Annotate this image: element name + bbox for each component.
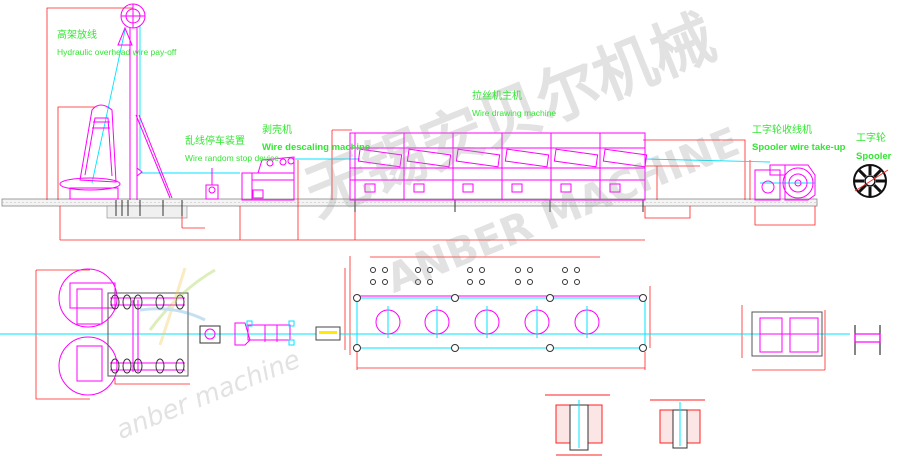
foundation-section-2 — [650, 399, 705, 449]
descaling-label-en: Wire descaling machine — [262, 142, 371, 153]
drawing-motor-box — [462, 183, 474, 193]
base-hole — [122, 294, 132, 310]
drawing-motor-box — [511, 183, 523, 193]
payoff-label-cn: 高架放线 — [57, 30, 97, 41]
spooler-label-en: Spooler — [856, 151, 892, 162]
anchor-hole — [353, 344, 361, 352]
wire-descaling-machine — [241, 156, 295, 201]
dimension-lines — [35, 7, 826, 400]
base-hole — [155, 358, 165, 374]
take-up-label-cn: 工字轮收线机 — [752, 125, 812, 136]
anchor-hole — [639, 344, 647, 352]
spooler-spoke — [858, 169, 867, 178]
anchor-hole — [427, 267, 433, 273]
base-hole — [110, 358, 120, 374]
base-hole — [133, 294, 143, 310]
base-hole — [175, 358, 185, 374]
anchor-hole — [527, 267, 533, 273]
wire-drawing-machine — [349, 132, 648, 201]
payoff-plan-view — [58, 268, 189, 396]
guide-box — [315, 326, 341, 341]
stop-device-plan-view — [199, 325, 221, 344]
anchor-hole — [382, 267, 388, 273]
base-hole — [175, 294, 185, 310]
anchor-hole — [479, 279, 485, 285]
spooler-spoke — [873, 184, 882, 193]
anchor-hole — [479, 267, 485, 273]
spooler-icon — [853, 164, 889, 198]
anchor-hole — [562, 267, 568, 273]
descaling-label-cn: 剥壳机 — [262, 125, 292, 136]
anchor-hole — [574, 267, 580, 273]
drawing-die-box — [406, 148, 452, 168]
drawing-motor-box — [413, 183, 425, 193]
drawing-die-box — [455, 148, 501, 168]
anchor-hole — [427, 279, 433, 285]
spooler-spoke — [858, 184, 867, 193]
anchor-hole — [370, 279, 376, 285]
ground-slab — [1, 198, 818, 219]
spooler-spoke — [873, 169, 882, 178]
anchor-hole — [415, 279, 421, 285]
payoff-base-holes — [110, 294, 185, 374]
take-up-label-en: Spooler wire take-up — [752, 142, 846, 153]
anchor-hole — [527, 279, 533, 285]
drawing-motor-box — [609, 183, 621, 193]
wire-random-stop-device — [205, 168, 219, 200]
payoff-label-en: Hydraulic overhead wire pay-off — [57, 47, 177, 57]
anchor-hole — [639, 294, 647, 302]
spooler-label-cn: 工字轮 — [856, 133, 886, 144]
anchor-hole — [451, 344, 459, 352]
descaling-plan-view — [234, 320, 295, 346]
anchor-hole — [515, 267, 521, 273]
drawing-die-box — [602, 148, 648, 168]
spooler-side-view — [854, 325, 881, 355]
base-hole — [122, 358, 132, 374]
foundation-bolts — [115, 200, 644, 216]
drawing-motor-box — [364, 183, 376, 193]
drawing-die-box — [553, 148, 599, 168]
foundation-section-1 — [545, 394, 610, 456]
drawing-machine-plan-view — [353, 267, 647, 352]
drawing-label-en: Wire drawing machine — [472, 108, 557, 118]
drawing-die-box — [357, 148, 403, 168]
anchor-hole — [546, 294, 554, 302]
anchor-hole — [546, 344, 554, 352]
drawing-die-box — [504, 148, 550, 168]
base-hole — [110, 294, 120, 310]
drawing-motor-box — [560, 183, 572, 193]
spooler-take-up-machine — [754, 164, 816, 201]
anchor-hole — [467, 267, 473, 273]
stop-device-label-cn: 乱线停车装置 — [185, 136, 245, 147]
anber-logo-mark — [139, 267, 216, 346]
anchor-hole — [370, 267, 376, 273]
anchor-hole — [467, 279, 473, 285]
anchor-hole — [451, 294, 459, 302]
anchor-hole — [574, 279, 580, 285]
wire-path — [0, 25, 850, 335]
overhead-payoff-machine — [59, 3, 173, 200]
take-up-plan-view — [751, 311, 823, 357]
drawing-label-cn: 拉丝机主机 — [472, 91, 522, 102]
anchor-hole — [515, 279, 521, 285]
anchor-hole — [353, 294, 361, 302]
base-hole — [155, 294, 165, 310]
anchor-hole — [562, 279, 568, 285]
anchor-hole — [415, 267, 421, 273]
base-hole — [133, 358, 143, 374]
stop-device-label-en: Wire random stop device — [185, 153, 280, 163]
anchor-hole — [382, 279, 388, 285]
